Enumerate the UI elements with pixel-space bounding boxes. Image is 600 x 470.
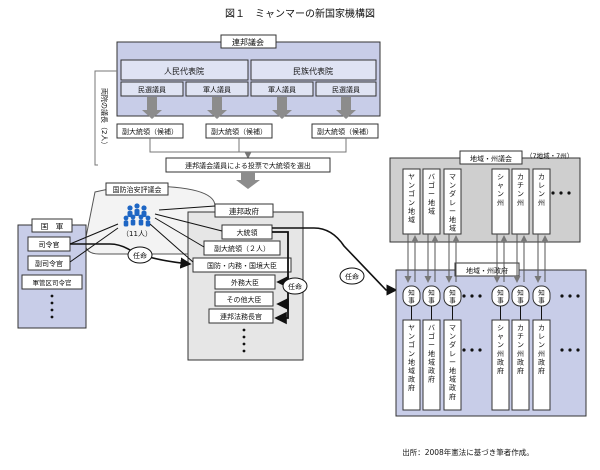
appoint-bubble-military	[127, 246, 153, 264]
governor-label-0: 知事	[408, 288, 415, 305]
governor-label-3: 知事	[497, 288, 504, 305]
vice-presidents-label: 副大統領（２人）	[214, 244, 270, 253]
region-assembly-label-4: カチン州	[517, 173, 524, 207]
region-assembly-label-5: カレン州	[538, 173, 545, 207]
vp-candidate-1: 副大統領（候補）	[122, 127, 178, 136]
vp-candidates: 副大統領（候補） 副大統領（候補） 副大統領（候補）	[116, 123, 379, 139]
legislature-box: 連邦議会 人民代表院 民族代表院 民選議員 軍人議員 軍人議員 民選議員	[116, 34, 381, 117]
region-assembly-1	[422, 168, 441, 235]
region-assembly-2	[443, 168, 462, 235]
military-title: 国 軍	[41, 222, 64, 231]
governor-label-5: 知事	[538, 288, 545, 305]
appoint-bubble-regions	[339, 267, 365, 285]
region-government-label-0: ヤンゴン地域政府	[408, 324, 415, 392]
appoint-label-president: 任命	[288, 282, 302, 291]
governor-label-4: 知事	[517, 288, 524, 305]
diagram-title: 図１ ミャンマーの新国家機構図	[225, 7, 375, 20]
vp-candidate-2: 副大統領（候補）	[211, 127, 267, 136]
region-government-0	[402, 319, 421, 411]
appoint-bubble-president	[282, 277, 308, 295]
region-government-4	[511, 319, 530, 411]
regional-commander-label: 軍管区司令官	[33, 278, 72, 287]
regional-gov-title: 地域・州政府	[466, 266, 508, 275]
ministers-border-label: 国防・内務・国境大臣	[207, 261, 277, 270]
region-assembly-label-2: マンダレー地域	[449, 173, 456, 233]
vertical-ellipsis-icon	[50, 294, 54, 319]
horizontal-ellipsis-icon	[462, 191, 580, 352]
foreign-minister-label: 外務大臣	[231, 278, 259, 287]
lower-military-label: 軍人議員	[203, 85, 231, 94]
upper-house-label: 民族代表院	[293, 66, 333, 76]
commander-label: 司令官	[39, 240, 60, 249]
election-label: 連邦議会議員による投票で大統領を選出	[185, 161, 311, 170]
region-assembly-label-0: ヤンゴン地域	[408, 173, 415, 224]
region-government-label-4: カチン州政府	[517, 324, 524, 375]
upper-military-label: 軍人議員	[268, 85, 296, 94]
deputy-commander-label: 副司令官	[35, 259, 63, 268]
region-assembly-0	[402, 168, 421, 235]
attorney-general-label: 連邦法務長官	[220, 312, 262, 321]
vp-candidate-3: 副大統領（候補）	[317, 127, 373, 136]
nsc-members: （11人）	[122, 230, 152, 238]
appoint-label-regions: 任命	[345, 272, 359, 281]
source-note: 出所：2008年憲法に基づき筆者作成。	[402, 447, 534, 457]
legislature-arrows	[142, 97, 356, 119]
region-assembly-3	[491, 168, 510, 235]
speaker-note: 両院の議長（2人）	[100, 88, 109, 148]
lower-elected-label: 民選議員	[138, 85, 166, 94]
region-government-label-2: マンダレー地域政府	[449, 324, 456, 401]
region-assembly-4	[511, 168, 530, 235]
people-group-icon	[123, 203, 151, 227]
governor-label-1: 知事	[428, 288, 435, 305]
union-government-box: 連邦政府 大統領 副大統領（２人） 国防・内務・国境大臣 外務大臣 その他大臣 …	[187, 203, 304, 361]
union-gov-title: 連邦政府	[229, 206, 259, 216]
nsc-title: 国防治安評議会	[113, 185, 162, 194]
president-label: 大統領	[237, 228, 258, 237]
legislature-title: 連邦議会	[232, 37, 264, 47]
appoint-label-military: 任命	[133, 251, 147, 260]
other-ministers-label: その他大臣	[227, 295, 262, 304]
region-count-note: （7地域・7州）	[526, 151, 573, 160]
region-assembly-5	[532, 168, 551, 235]
region-government-3	[491, 319, 510, 411]
governor-label-2: 知事	[449, 288, 456, 305]
region-government-1	[422, 319, 441, 411]
military-box: 国 軍 司令官 副司令官 軍管区司令官	[17, 218, 87, 329]
vertical-ellipsis-icon	[242, 328, 246, 353]
region-assembly-label-3: シャン州	[497, 173, 504, 207]
region-assembly-label-1: バゴー地域	[428, 173, 435, 215]
upper-elected-label: 民選議員	[332, 85, 360, 94]
regional-assembly-title: 地域・州議会	[470, 154, 512, 163]
lower-house-label: 人民代表院	[164, 66, 204, 76]
region-government-5	[532, 319, 551, 411]
region-government-label-1: バゴー地域政府	[428, 324, 435, 384]
region-government-label-3: シャン州政府	[497, 324, 504, 375]
region-government-label-5: カレン州政府	[538, 324, 545, 375]
region-government-2	[443, 319, 462, 411]
